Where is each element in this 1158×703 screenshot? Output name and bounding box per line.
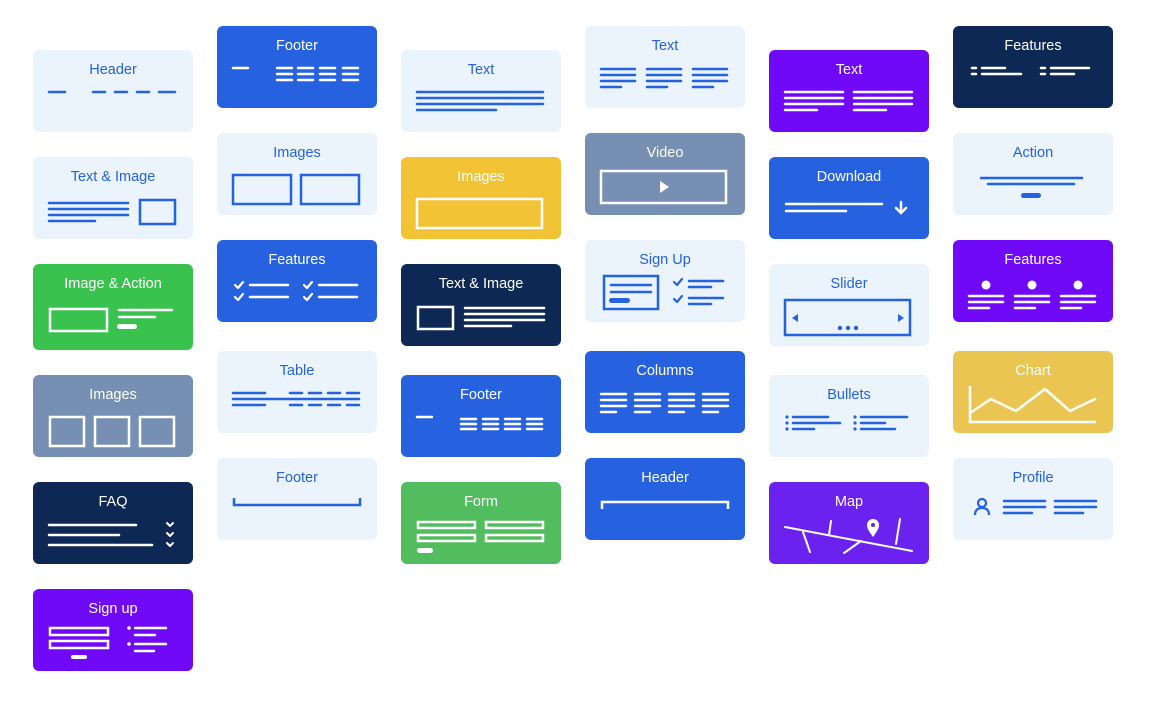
block-card-images[interactable]: Images — [33, 375, 193, 457]
block-card-form[interactable]: Form — [401, 482, 561, 564]
block-card-bullets[interactable]: Bullets — [769, 375, 929, 457]
block-card-label: Footer — [276, 38, 318, 54]
footer-block-icon — [232, 498, 362, 507]
block-card-sign-up[interactable]: Sign up — [33, 589, 193, 671]
block-card-label: Text — [651, 38, 679, 54]
block-card-action[interactable]: Action — [953, 133, 1113, 215]
arrow-left-icon — [792, 314, 798, 322]
block-card-label: Images — [273, 145, 321, 161]
block-card-features[interactable]: Features — [953, 240, 1113, 322]
block-card-label: Bullets — [827, 387, 871, 403]
block-card-label: Text — [835, 62, 863, 78]
user-icon — [973, 497, 991, 516]
block-card-label: FAQ — [98, 494, 128, 510]
block-card-images[interactable]: Images — [401, 157, 561, 239]
faq-block-icon — [47, 522, 174, 547]
images-block-icon — [48, 415, 176, 448]
block-card-label: Image & Action — [64, 276, 162, 292]
block-card-footer[interactable]: Footer — [217, 458, 377, 540]
block-card-label: Header — [641, 470, 689, 486]
block-card-download[interactable]: Download — [769, 157, 929, 239]
block-card-label: Text & Image — [438, 276, 524, 292]
image-block-icon — [415, 197, 544, 230]
text-image-block-icon — [47, 198, 177, 226]
images-block-icon — [231, 173, 361, 206]
block-card-image-action[interactable]: Image & Action — [33, 264, 193, 350]
chart-block-icon — [968, 386, 1097, 424]
features-block-icon — [233, 280, 359, 302]
footer-block-icon — [231, 66, 360, 82]
block-card-label: Download — [816, 169, 882, 185]
image-action-block-icon — [48, 307, 174, 333]
block-card-label: Images — [89, 387, 137, 403]
block-card-chart[interactable]: Chart — [953, 351, 1113, 433]
columns-block-icon — [599, 392, 730, 414]
features-block-icon — [967, 280, 1097, 310]
block-card-text[interactable]: Text — [401, 50, 561, 132]
block-card-label: Action — [1012, 145, 1054, 161]
table-block-icon — [231, 391, 361, 407]
block-card-label: Profile — [1012, 470, 1054, 486]
block-card-footer[interactable]: Footer — [401, 375, 561, 457]
block-card-sign-up[interactable]: Sign Up — [585, 240, 745, 322]
block-card-label: Video — [646, 145, 684, 161]
block-card-video[interactable]: Video — [585, 133, 745, 215]
block-card-label: Text & Image — [70, 169, 156, 185]
block-card-slider[interactable]: Slider — [769, 264, 929, 346]
profile-block-icon — [973, 497, 1098, 516]
slider-block-icon — [783, 298, 912, 337]
block-card-label: Chart — [1015, 363, 1051, 379]
block-card-label: Slider — [830, 276, 868, 292]
text-image-block-icon — [416, 305, 546, 331]
header-block-icon — [600, 500, 730, 509]
text-columns-block-icon — [783, 90, 914, 112]
block-card-header[interactable]: Header — [585, 458, 745, 540]
video-block-icon — [599, 169, 728, 205]
block-card-label: Images — [457, 169, 505, 185]
text-block-icon — [415, 90, 545, 112]
block-card-label: Header — [89, 62, 137, 78]
block-card-faq[interactable]: FAQ — [33, 482, 193, 564]
block-card-features[interactable]: Features — [953, 26, 1113, 108]
map-block-icon — [784, 518, 913, 554]
form-block-icon — [416, 520, 545, 553]
block-card-footer[interactable]: Footer — [217, 26, 377, 108]
block-card-label: Sign Up — [639, 252, 691, 268]
block-card-label: Footer — [460, 387, 502, 403]
bullets-block-icon — [785, 415, 909, 431]
block-card-label: Text — [467, 62, 495, 78]
action-block-icon — [979, 176, 1084, 198]
location-pin-icon — [867, 519, 879, 537]
block-card-label: Footer — [276, 470, 318, 486]
sign-up-block-icon — [602, 274, 725, 311]
download-block-icon — [784, 200, 908, 215]
block-card-label: Features — [1004, 38, 1062, 54]
block-card-text[interactable]: Text — [585, 26, 745, 108]
block-card-label: Table — [279, 363, 315, 379]
block-card-label: Features — [1004, 252, 1062, 268]
block-card-map[interactable]: Map — [769, 482, 929, 564]
footer-block-icon — [415, 415, 544, 431]
block-card-table[interactable]: Table — [217, 351, 377, 433]
block-card-features[interactable]: Features — [217, 240, 377, 322]
block-card-header[interactable]: Header — [33, 50, 193, 132]
block-card-images[interactable]: Images — [217, 133, 377, 215]
header-block-icon — [47, 90, 177, 94]
block-card-text-image[interactable]: Text & Image — [33, 157, 193, 239]
arrow-right-icon — [898, 314, 904, 322]
block-card-columns[interactable]: Columns — [585, 351, 745, 433]
block-card-text[interactable]: Text — [769, 50, 929, 132]
block-card-label: Columns — [636, 363, 694, 379]
block-card-profile[interactable]: Profile — [953, 458, 1113, 540]
block-card-label: Map — [834, 494, 864, 510]
features-block-icon — [970, 66, 1091, 76]
block-card-label: Sign up — [88, 601, 138, 617]
block-card-label: Form — [464, 494, 498, 510]
text-columns-block-icon — [599, 67, 729, 89]
play-icon — [660, 181, 669, 193]
block-card-text-image[interactable]: Text & Image — [401, 264, 561, 346]
block-card-label: Features — [268, 252, 326, 268]
download-arrow-icon — [894, 200, 908, 215]
sign-up-block-icon — [48, 626, 168, 659]
